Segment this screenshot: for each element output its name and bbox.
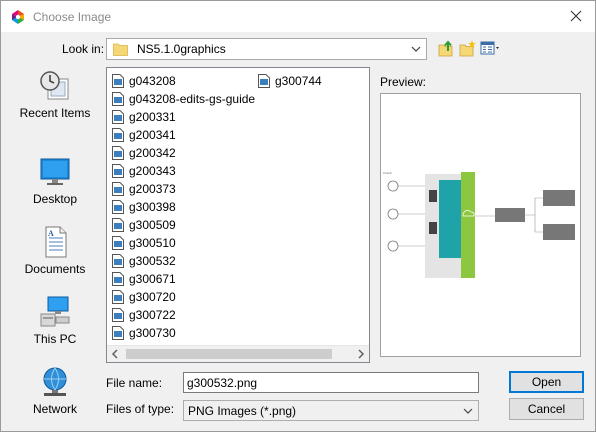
svg-text:Client: Client [383, 171, 393, 175]
app-logo-icon [12, 10, 24, 24]
preview-pane: Client [380, 93, 581, 357]
scrollbar-thumb[interactable] [126, 349, 332, 359]
files-of-type-label: Files of type: [106, 402, 175, 416]
file-list[interactable]: g043208 g043208-edits-gs-guide g200331 g… [106, 67, 370, 363]
image-file-icon [112, 110, 124, 124]
new-folder-icon[interactable] [459, 37, 477, 59]
close-icon[interactable] [565, 6, 587, 26]
image-file-icon [112, 326, 124, 340]
svg-text:A: A [48, 229, 54, 238]
image-file-icon [112, 74, 124, 88]
title-bar: Choose Image [1, 1, 595, 32]
place-label: This PC [33, 332, 77, 346]
image-file-icon [112, 164, 124, 178]
this-pc-icon [40, 296, 70, 327]
file-name-input[interactable]: g300532.png [183, 372, 479, 393]
view-menu-icon[interactable] [480, 37, 502, 59]
places-bar: Recent Items Desktop A Documents [9, 69, 101, 421]
image-file-icon [258, 74, 270, 88]
look-in-dropdown[interactable]: NS5.1.0graphics [106, 38, 427, 60]
place-label: Network [32, 402, 77, 416]
preview-label: Preview: [380, 75, 427, 89]
image-file-icon [112, 218, 124, 232]
preview-image: Client [383, 166, 577, 284]
scroll-left-icon[interactable] [107, 346, 124, 362]
place-desktop[interactable]: Desktop [9, 155, 101, 223]
recent-items-icon [40, 71, 69, 100]
image-file-icon [112, 290, 124, 304]
up-folder-icon[interactable] [438, 37, 456, 59]
chevron-down-icon[interactable] [409, 42, 423, 56]
cancel-button[interactable]: Cancel [509, 398, 584, 420]
place-this-pc[interactable]: This PC [9, 295, 101, 363]
window-title: Choose Image [33, 10, 112, 24]
scroll-right-icon[interactable] [352, 346, 369, 362]
image-file-icon [112, 182, 124, 196]
place-label: Documents [24, 262, 86, 276]
network-icon [43, 367, 67, 396]
desktop-icon [40, 158, 70, 185]
files-of-type-dropdown[interactable]: PNG Images (*.png) [183, 400, 479, 421]
image-file-icon [112, 236, 124, 250]
documents-icon: A [45, 226, 67, 258]
look-in-label: Look in: [62, 42, 105, 56]
open-button[interactable]: Open [509, 371, 584, 393]
place-documents[interactable]: A Documents [9, 225, 101, 293]
image-file-icon [112, 200, 124, 214]
image-file-icon [112, 308, 124, 322]
look-in-value: NS5.1.0graphics [137, 42, 226, 56]
image-file-icon [112, 272, 124, 286]
horizontal-scrollbar[interactable] [107, 345, 369, 362]
image-file-icon [112, 128, 124, 142]
chevron-down-icon[interactable] [461, 404, 475, 418]
image-file-icon [112, 254, 124, 268]
file-name-label: File name: [106, 376, 163, 390]
image-file-icon [112, 146, 124, 160]
place-recent-items[interactable]: Recent Items [9, 69, 101, 137]
file-name-value: g300532.png [187, 376, 258, 390]
folder-icon [113, 43, 128, 56]
place-label: Recent Items [19, 106, 91, 120]
image-file-icon [112, 92, 124, 106]
files-of-type-value: PNG Images (*.png) [188, 404, 297, 418]
place-network[interactable]: Network [9, 365, 101, 433]
place-label: Desktop [32, 192, 78, 206]
